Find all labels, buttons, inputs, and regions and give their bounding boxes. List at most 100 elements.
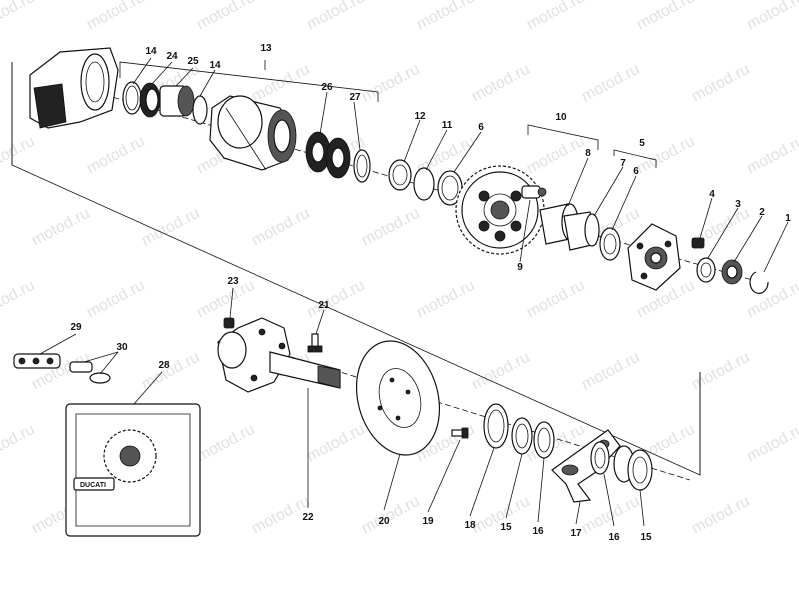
watermark-text: motod.ru: [469, 349, 533, 394]
callout-20: 20: [378, 516, 390, 527]
watermark-text: motod.ru: [359, 61, 423, 106]
seal-16a: [533, 421, 555, 459]
ring-12: [388, 159, 412, 191]
bearing-24: [139, 82, 161, 118]
callout-29: 29: [70, 322, 82, 333]
circlip-14b: [192, 95, 208, 125]
axle-22: [217, 317, 341, 393]
callout-9: 9: [517, 262, 523, 273]
seal-16b: [590, 441, 610, 475]
sprocket-10: [455, 165, 545, 255]
sleeve-7: [563, 211, 600, 251]
watermark-text: motod.ru: [84, 0, 148, 34]
callout-11: 11: [442, 120, 453, 131]
callout-27: 27: [349, 92, 361, 103]
callout-6a: 6: [478, 122, 484, 133]
watermark-text: motod.ru: [139, 349, 203, 394]
bracket-5: [613, 149, 657, 168]
callout-3: 3: [735, 199, 741, 210]
callout-15a: 15: [500, 522, 512, 533]
callout-1: 1: [785, 213, 791, 224]
chain-link-30: [69, 361, 111, 384]
washer-6b: [599, 227, 621, 261]
watermark-text: motod.ru: [0, 133, 38, 178]
cover-28: DUCATI: [65, 403, 201, 537]
nut-4: [691, 237, 705, 249]
watermark-text: motod.ru: [304, 0, 368, 34]
watermark-text: motod.ru: [359, 493, 423, 538]
watermark-text: motod.ru: [689, 61, 753, 106]
watermark-text: motod.ru: [194, 0, 258, 34]
watermark-text: motod.ru: [84, 277, 148, 322]
watermark-text: motod.ru: [249, 205, 313, 250]
callout-17: 17: [570, 528, 582, 539]
watermark-text: motod.ru: [304, 421, 368, 466]
washer-3: [696, 257, 716, 283]
watermark-text: motod.ru: [634, 0, 698, 34]
circlip-27: [353, 149, 371, 183]
callout-24: 24: [166, 51, 178, 62]
watermark-text: motod.ru: [524, 277, 588, 322]
chain-guard-housing: [29, 47, 119, 129]
grease-nipple-23: [223, 317, 235, 329]
bearing-15b: [613, 445, 653, 491]
cover-logo: DUCATI: [80, 482, 106, 489]
circlip-18: [483, 403, 509, 449]
watermark-text: motod.ru: [744, 133, 799, 178]
nut-2: [721, 259, 743, 285]
callout-28: 28: [158, 360, 170, 371]
callout-16b: 16: [608, 532, 620, 543]
watermark-text: motod.ru: [524, 0, 588, 34]
callout-7: 7: [620, 158, 626, 169]
watermark-text: motod.ru: [744, 421, 799, 466]
watermark-text: motod.ru: [579, 61, 643, 106]
callout-26: 26: [321, 82, 333, 93]
callout-15b: 15: [640, 532, 652, 543]
watermark-text: motod.ru: [524, 133, 588, 178]
leader-lines: [39, 57, 789, 527]
callout-12: 12: [414, 111, 426, 122]
bearing-15a: [511, 417, 533, 455]
bolt-19: [451, 427, 469, 439]
watermark-text: motod.ru: [0, 421, 38, 466]
needle-bearing-25: [159, 85, 195, 117]
callout-6b: 6: [633, 166, 639, 177]
flange-5: [627, 223, 681, 291]
watermark-text: motod.ru: [579, 349, 643, 394]
brake-disc-20: [355, 340, 441, 456]
watermark-text: motod.ru: [304, 277, 368, 322]
watermark-text: motod.ru: [139, 205, 203, 250]
callout-2: 2: [759, 207, 765, 218]
watermark-text: motod.ru: [194, 421, 258, 466]
callout-22: 22: [302, 512, 314, 523]
callout-13: 13: [260, 43, 272, 54]
watermark-text: motod.ru: [744, 0, 799, 34]
callout-5: 5: [639, 138, 645, 149]
axis-lower: [229, 337, 691, 481]
assembly-outline: [11, 62, 701, 476]
bearings-26: [305, 131, 351, 179]
callout-19: 19: [422, 516, 434, 527]
hub-carrier-13: [209, 95, 297, 171]
bracket-10: [527, 124, 599, 150]
chain-29: [13, 353, 61, 369]
watermark-text: motod.ru: [414, 0, 478, 34]
circlip-14a: [122, 81, 142, 115]
callout-23: 23: [227, 276, 239, 287]
watermark-text: motod.ru: [414, 277, 478, 322]
watermark-text: motod.ru: [194, 277, 258, 322]
watermark-text: motod.ru: [469, 61, 533, 106]
bracket-13: [119, 61, 379, 102]
circlip-1: [749, 271, 769, 294]
callout-18: 18: [464, 520, 476, 531]
stud-9: [521, 185, 547, 199]
ring-11: [413, 167, 435, 201]
callout-30: 30: [116, 342, 128, 353]
callout-8: 8: [585, 148, 591, 159]
watermark-text: motod.ru: [359, 205, 423, 250]
callout-25: 25: [187, 56, 199, 67]
callout-10: 10: [555, 112, 567, 123]
callout-21: 21: [318, 300, 330, 311]
watermark-text: motod.ru: [689, 493, 753, 538]
